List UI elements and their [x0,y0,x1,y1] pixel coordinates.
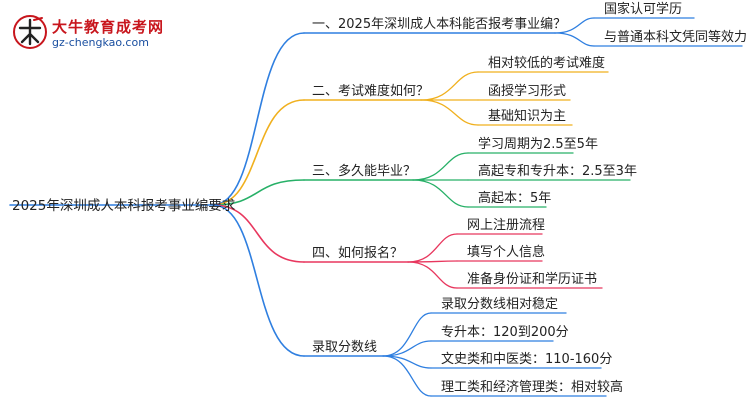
child-label: 网上注册流程 [467,218,546,233]
logo-url: gz-chengkao.com [52,36,149,49]
child-connector [382,340,432,357]
child-label: 函授学习形式 [488,84,567,99]
child-label: 准备身份证和学历证书 [467,272,598,287]
child-label: 与普通本科文凭同等效力 [604,30,748,45]
branch-connector [212,204,305,357]
child-connector [412,179,469,208]
logo-icon [13,15,47,49]
branch-connector [212,99,305,206]
child-label: 文史类和中医类：110-160分 [441,352,613,367]
child-connector [382,312,432,357]
branch-connector [212,32,305,206]
root-node: 2025年深圳成人本科报考事业编要求 [12,198,236,214]
branch-label: 一、2025年深圳成人本科能否报考事业编？ [312,17,567,32]
child-label: 录取分数线相对稳定 [441,297,559,312]
child-connector [382,355,432,397]
child-connector [407,233,458,263]
child-label: 相对较低的考试难度 [488,56,606,71]
child-label: 基础知识为主 [488,109,567,124]
child-label: 高起本：5年 [478,191,552,206]
child-connector [420,71,479,101]
branch-label: 二、考试难度如何？ [312,84,430,99]
child-label: 填写个人信息 [467,245,546,260]
child-label: 学习周期为2.5至5年 [478,137,598,152]
site-logo[interactable]: 大牛教育成考网 gz-chengkao.com [12,14,187,54]
child-connector [407,261,458,289]
child-label: 高起专和专升本：2.5至3年 [478,164,637,179]
branch-label: 三、多久能毕业？ [312,164,417,179]
child-connector [554,17,595,34]
branch-label: 录取分数线 [312,340,378,355]
branch-label: 四、如何报名？ [312,246,404,261]
branch-connector [212,204,305,263]
child-label: 专升本：120到200分 [441,325,569,340]
child-label: 国家认可学历 [604,2,683,17]
child-label: 理工类和经济管理类：相对较高 [441,380,624,395]
branch-connector [212,179,305,206]
child-connector [382,355,432,369]
child-connector [412,152,469,181]
logo-title: 大牛教育成考网 [52,18,165,36]
child-connector [554,32,595,47]
child-connector [420,99,479,126]
